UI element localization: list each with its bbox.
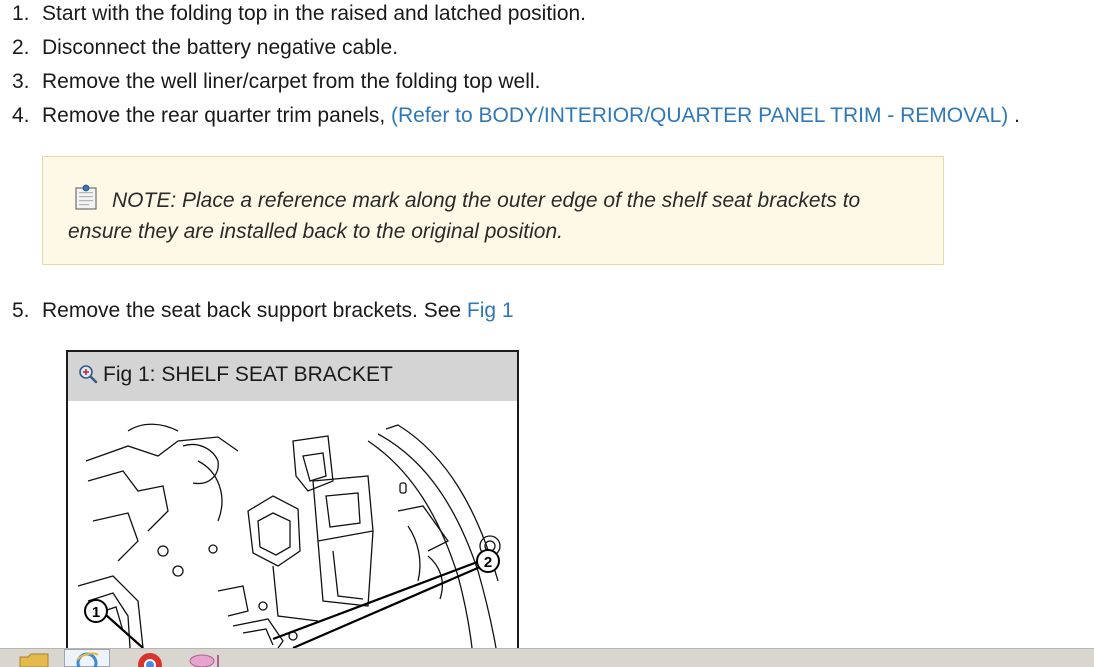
internet-explorer-icon[interactable]	[75, 651, 99, 667]
file-explorer-icon[interactable]	[18, 651, 52, 667]
app-icon[interactable]	[184, 651, 224, 667]
taskbar	[0, 648, 1094, 667]
taskbar-active-item[interactable]	[64, 649, 110, 667]
chrome-icon[interactable]	[132, 651, 168, 667]
step-number: 2.	[12, 36, 30, 59]
zoom-in-icon[interactable]	[78, 364, 98, 384]
step-5: 5. Remove the seat back support brackets.…	[12, 297, 514, 325]
figure-title: Fig 1: SHELF SEAT BRACKET	[103, 363, 393, 386]
note-box: NOTE: Place a reference mark along the o…	[42, 156, 944, 265]
step-text: Start with the folding top in the raised…	[42, 2, 587, 25]
note-icon	[75, 184, 97, 210]
figure-illustration: 2 1	[68, 401, 517, 648]
step-text: Remove the well liner/carpet from the fo…	[42, 70, 541, 93]
step-text: Remove the rear quarter trim panels,	[42, 104, 391, 127]
note-text: NOTE: Place a reference mark along the o…	[68, 189, 861, 243]
step-text: Disconnect the battery negative cable.	[42, 36, 399, 59]
figure-header[interactable]: Fig 1: SHELF SEAT BRACKET	[68, 352, 517, 401]
step-text: Remove the seat back support brackets. S…	[42, 299, 467, 322]
step-number: 5.	[12, 299, 30, 322]
figure-1[interactable]: Fig 1: SHELF SEAT BRACKET	[66, 350, 519, 650]
fig-1-link[interactable]: Fig 1	[466, 299, 514, 322]
shelf-seat-bracket-drawing: 2 1	[77, 423, 501, 648]
step-number: 4.	[12, 104, 30, 127]
step-number: 1.	[12, 2, 30, 25]
callout-1: 1	[84, 599, 108, 623]
step-trail: .	[1008, 104, 1020, 127]
step-number: 3.	[12, 70, 30, 93]
step-3: 3. Remove the well liner/carpet from the …	[12, 68, 540, 96]
callout-2: 2	[476, 549, 500, 573]
step-1: 1. Start with the folding top in the rais…	[12, 0, 586, 28]
callout-1-label: 1	[92, 604, 100, 621]
step-4: 4. Remove the rear quarter trim panels, (…	[12, 102, 1020, 130]
callout-2-label: 2	[484, 554, 492, 571]
step-2: 2. Disconnect the battery negative cable.	[12, 34, 398, 62]
quarter-panel-trim-link[interactable]: (Refer to BODY/INTERIOR/QUARTER PANEL TR…	[390, 104, 1009, 127]
